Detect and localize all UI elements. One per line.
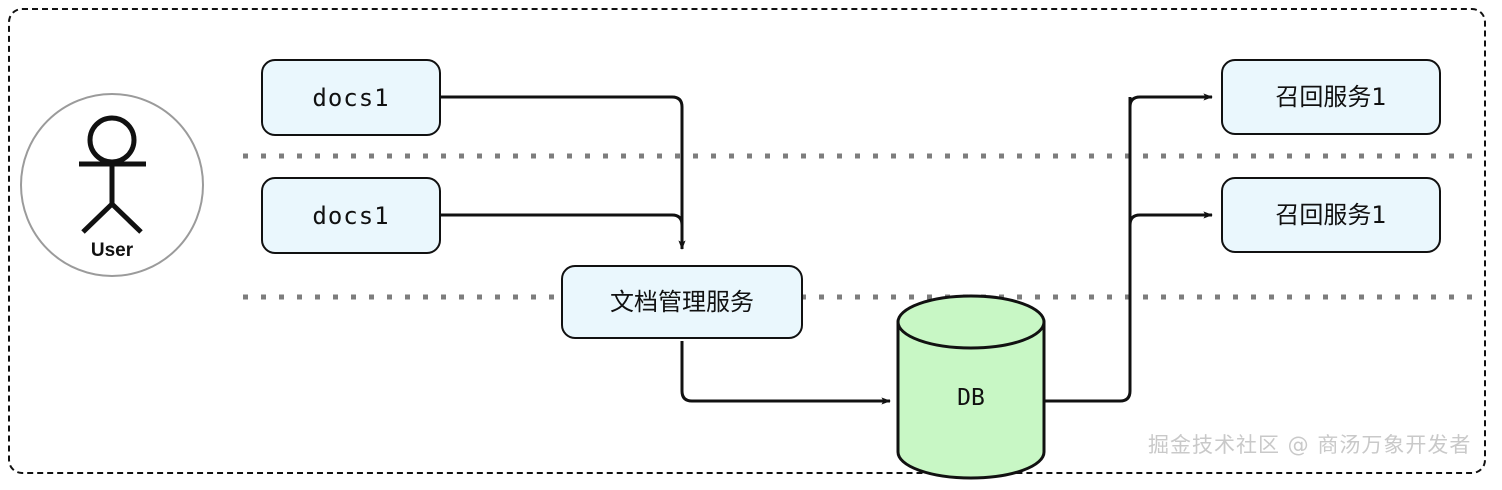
node-docs1-bottom[interactable]: docs1 xyxy=(261,177,441,254)
edge-db-to-recall-bottom xyxy=(1128,211,1213,226)
node-recall-service-top-label: 召回服务1 xyxy=(1275,83,1387,111)
edge-doc-service-to-db xyxy=(680,341,891,405)
edge-docs-bottom-to-doc-service xyxy=(441,213,684,249)
node-docs1-top-label: docs1 xyxy=(312,83,390,112)
node-docs1-bottom-label: docs1 xyxy=(312,201,390,230)
database-label: DB xyxy=(957,385,985,411)
node-document-management-service[interactable]: 文档管理服务 xyxy=(561,265,803,339)
edge-db-trunk xyxy=(1043,97,1132,403)
node-recall-service-top[interactable]: 召回服务1 xyxy=(1221,59,1441,135)
watermark: 掘金技术社区 @ 商汤万象开发者 xyxy=(1148,433,1472,457)
node-docs1-top[interactable]: docs1 xyxy=(261,59,441,136)
node-document-management-service-label: 文档管理服务 xyxy=(610,288,754,316)
user-actor-label: User xyxy=(90,240,134,261)
node-recall-service-bottom-label: 召回服务1 xyxy=(1275,201,1387,229)
diagram-outer-frame xyxy=(8,8,1486,474)
edge-docs-top-to-doc-service xyxy=(441,95,686,250)
node-recall-service-bottom[interactable]: 召回服务1 xyxy=(1221,177,1441,253)
edge-db-to-recall-top xyxy=(1128,93,1213,108)
